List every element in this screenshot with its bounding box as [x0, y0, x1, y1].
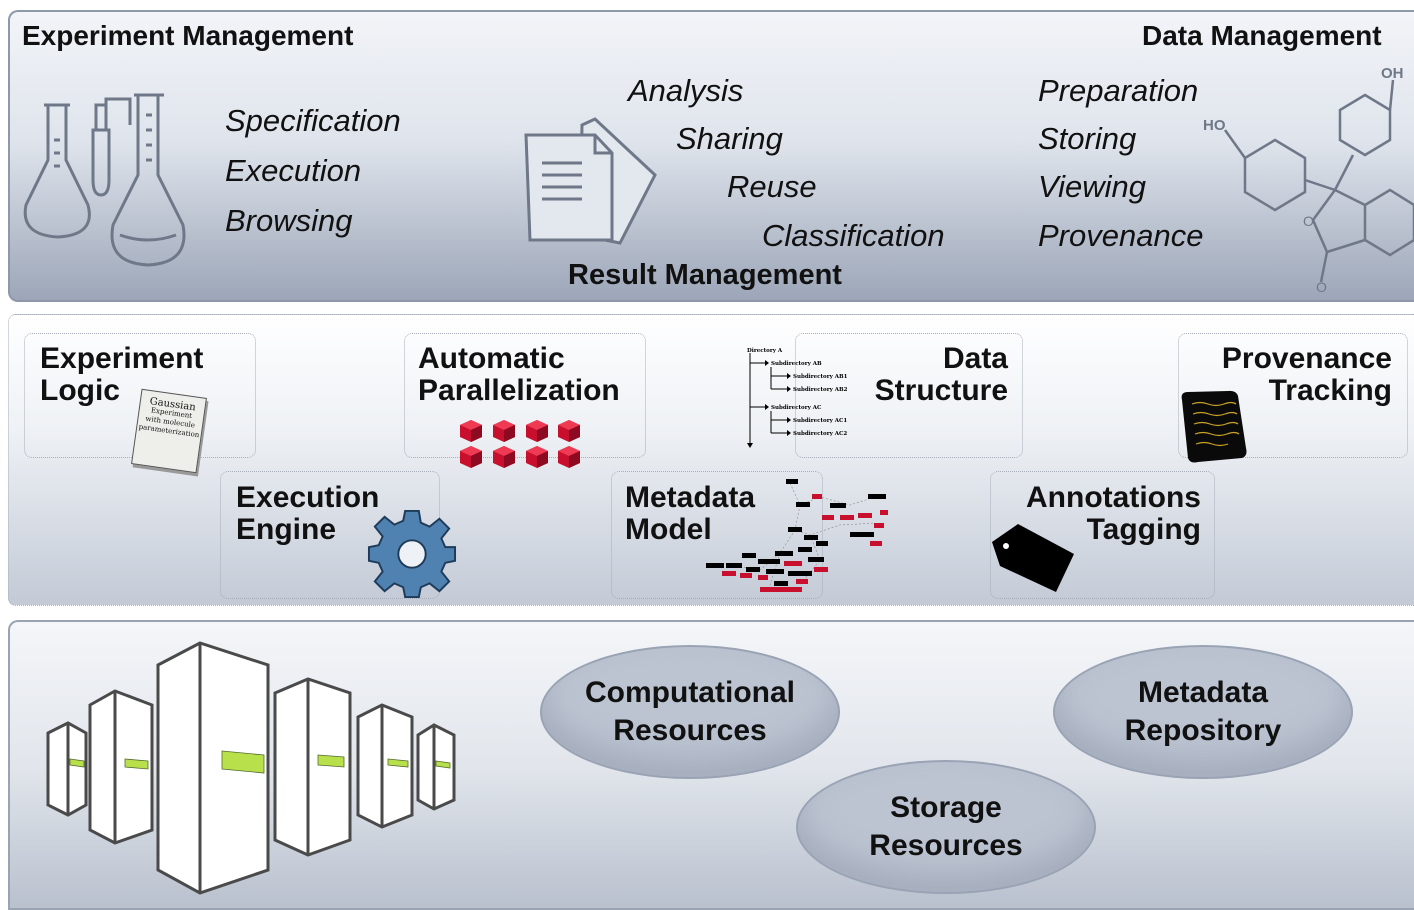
gear-icon: [367, 509, 457, 599]
provenance-tracking-box: [1178, 333, 1408, 458]
services-layer: [8, 314, 1414, 606]
parallelization-box: [404, 333, 646, 458]
dir-label-ab: Subdirectory AB: [771, 361, 822, 367]
dir-label-ab2: Subdirectory AB2: [793, 387, 848, 393]
dir-label-ab1: Subdirectory AB1: [793, 374, 848, 380]
item-execution: Execution: [225, 153, 362, 188]
gaussian-document-icon: Gaussian Experiment with molecule parame…: [131, 388, 207, 474]
provenance-tracking-title: Provenance Tracking: [1221, 342, 1392, 407]
dir-label-ac1: Subdirectory AC1: [793, 418, 847, 424]
item-storing: Storing: [1038, 121, 1137, 156]
annotations-box: [990, 471, 1215, 599]
hydroxyl-left-label: HO: [1203, 117, 1226, 134]
documents-icon: [524, 117, 657, 245]
item-provenance: Provenance: [1038, 218, 1204, 253]
metadata-graph-icon: [706, 479, 888, 592]
server-racks-icon: [46, 641, 456, 895]
item-specification: Specification: [225, 103, 401, 138]
dir-label-a: Directory A: [747, 348, 783, 354]
execution-engine-title: Execution Engine: [236, 481, 380, 546]
lab-flasks-icon: [23, 93, 186, 267]
scroll-icon: [1181, 390, 1247, 463]
data-management-title: Data Management: [1142, 20, 1382, 51]
tag-icon: [992, 524, 1074, 592]
data-structure-title: Data Structure: [874, 342, 1008, 407]
annotations-title: Annotations Tagging: [1026, 481, 1201, 546]
data-structure-box: [795, 333, 1023, 458]
result-management-title: Result Management: [568, 259, 842, 291]
directory-tree-icon: Directory A Subdirectory AB Subdirectory…: [747, 348, 848, 448]
computational-resources-label: Computational Resources: [585, 676, 795, 747]
metadata-repository-label: Metadata Repository: [1124, 676, 1282, 747]
dir-label-ac: Subdirectory AC: [771, 405, 822, 411]
item-browsing: Browsing: [225, 203, 353, 238]
item-sharing: Sharing: [676, 121, 783, 156]
hydroxyl-right-label: OH: [1381, 65, 1404, 82]
dir-label-ac2: Subdirectory AC2: [793, 431, 847, 437]
management-layer: [8, 10, 1414, 302]
item-classification: Classification: [762, 218, 945, 253]
experiment-management-title: Experiment Management: [22, 20, 354, 51]
molecule-icon: HO OH O O: [1203, 65, 1414, 295]
experiment-logic-title: Experiment Logic: [40, 342, 204, 407]
item-reuse: Reuse: [727, 169, 817, 204]
storage-resources-node: [796, 760, 1096, 894]
metadata-model-box: [611, 471, 823, 599]
parallelization-title: Automatic Parallelization: [418, 342, 620, 407]
item-preparation: Preparation: [1038, 73, 1199, 108]
item-viewing: Viewing: [1038, 169, 1147, 204]
ring-oxygen-label: O: [1303, 213, 1314, 229]
computational-resources-node: [540, 645, 840, 779]
carbonyl-oxygen-label: O: [1316, 279, 1327, 295]
storage-resources-label: Storage Resources: [869, 791, 1023, 862]
parallel-cubes-icon: [460, 420, 580, 468]
metadata-repository-node: [1053, 645, 1353, 779]
metadata-model-title: Metadata Model: [625, 481, 756, 546]
item-analysis: Analysis: [628, 73, 744, 108]
